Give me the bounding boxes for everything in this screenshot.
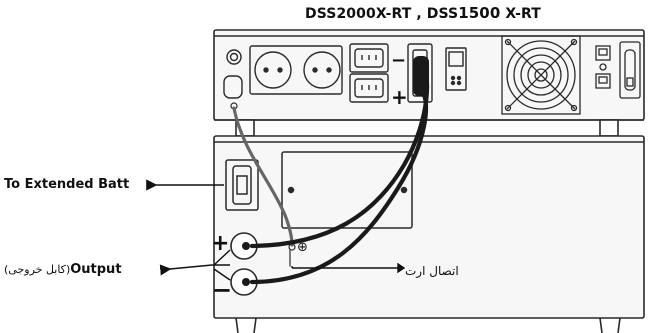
minus-terminal-mark: − — [212, 276, 233, 304]
extended-battery-connector-icon — [225, 159, 259, 211]
plus-terminal-mark: + — [211, 231, 230, 256]
cover-plate-icon — [281, 151, 413, 229]
model-name-2-suffix: X-RT — [500, 6, 541, 22]
model-title: DSS2000X-RT , DSS1500 X-RT — [305, 4, 541, 22]
ups-minus-mark: − — [391, 50, 407, 71]
extended-batt-label: To Extended Batt — [4, 177, 130, 192]
output-label-persian: (کابل خروجی) — [4, 263, 71, 276]
serial-port-icon — [619, 41, 641, 99]
model-name-2-number: 1500 — [458, 4, 501, 22]
callout-arrows — [146, 179, 406, 281]
display-panel-icon — [445, 47, 467, 91]
battery-cables — [242, 56, 430, 286]
output-label: (کابل خروجی)Output — [4, 262, 122, 277]
battery-pack-unit — [213, 135, 645, 333]
ground-wire — [230, 102, 294, 267]
fan-icon — [501, 35, 581, 115]
earth-connection-label: اتصال ارت — [405, 264, 459, 278]
model-name-1: DSS2000X-RT — [305, 6, 412, 22]
iec-socket-icon — [349, 43, 389, 103]
output-label-english: Output — [70, 262, 122, 277]
schuko-socket-icon — [249, 45, 343, 95]
ups-plus-mark: + — [391, 85, 408, 109]
network-port-icon — [595, 45, 611, 89]
breaker-icon — [223, 49, 243, 99]
model-separator: , — [411, 6, 427, 22]
model-name-2-prefix: DSS — [426, 6, 459, 22]
ground-symbol: ⊕ — [297, 240, 308, 255]
